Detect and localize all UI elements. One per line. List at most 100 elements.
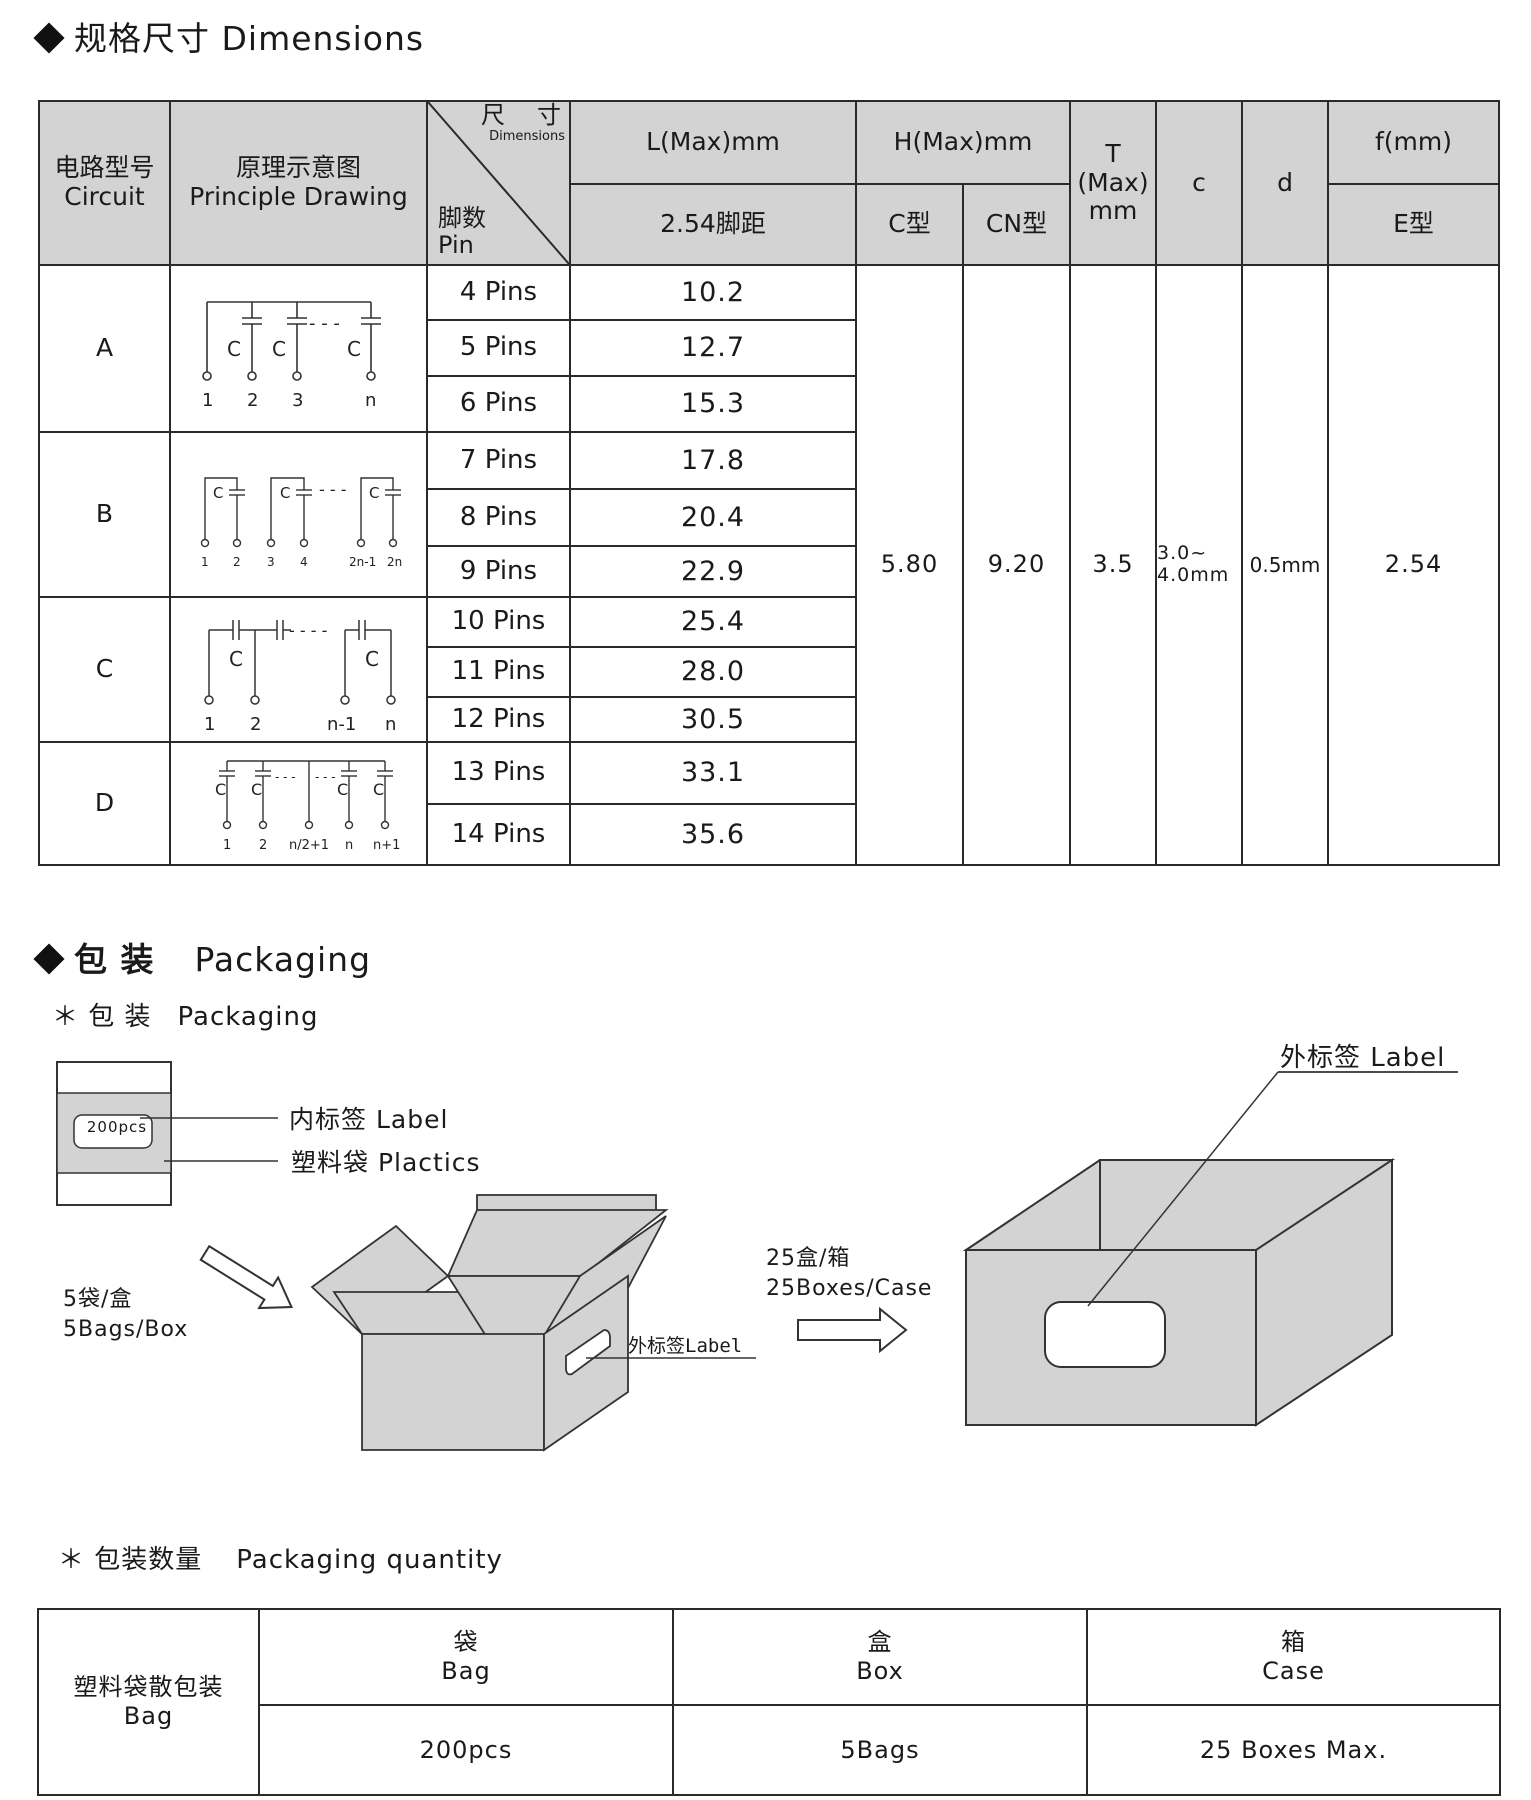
pin-num: n/2+1 <box>289 838 329 853</box>
circuit-b-schematic: C C C - - - 1 2 3 4 2n-1 2n <box>200 476 402 569</box>
pin-num: n <box>385 714 396 735</box>
drawing-b: C C C - - - 1 2 3 4 2n-1 2n <box>169 431 428 598</box>
arrow-right-icon <box>797 1306 908 1354</box>
pins-cell: 9 Pins <box>426 545 571 598</box>
bag-count-label: 200pcs <box>86 1118 148 1136</box>
pin-num: 3 <box>267 555 275 569</box>
length-cell: 20.4 <box>569 488 857 547</box>
dash-label: - - - <box>309 313 340 334</box>
length-cell: 22.9 <box>569 545 857 598</box>
header-h-max: H(Max)mm <box>854 100 1072 185</box>
t-value: 3.5 <box>1069 264 1158 866</box>
cap-label: C <box>227 337 241 361</box>
circuit-a-schematic: C C C - - - 1 2 3 n <box>202 300 381 411</box>
header-t-max: T(Max)mm <box>1069 100 1158 266</box>
size-label-cn: 尺 寸 <box>481 101 565 129</box>
circuit-a: A <box>38 264 171 433</box>
length-cell: 35.6 <box>569 803 857 866</box>
length-cell: 12.7 <box>569 319 857 377</box>
header-f: f(mm) <box>1327 100 1501 185</box>
pins-cell: 12 Pins <box>426 696 571 743</box>
h-c-value: 5.80 <box>855 264 964 866</box>
pins-cell: 7 Pins <box>426 431 571 490</box>
cap-label: C <box>373 780 384 799</box>
plastic-bag-text: 塑料袋 Plactics <box>291 1148 481 1177</box>
diagonal-divider <box>428 102 569 264</box>
drawing-c: C C - - - - 1 2 n-1 n <box>169 596 428 743</box>
pins-cell: 11 Pins <box>426 646 571 698</box>
f-value: 2.54 <box>1327 264 1501 866</box>
cap-label: C <box>272 337 286 361</box>
pin-num: 2 <box>250 714 261 735</box>
pin-num: 2 <box>247 390 258 411</box>
quantity-value-case: 25 Boxes Max. <box>1086 1704 1501 1796</box>
c-value: 3.0~4.0mm <box>1155 264 1244 866</box>
circuit-c: C <box>38 596 171 743</box>
length-cell: 33.1 <box>569 741 857 805</box>
header-pitch: 2.54脚距 <box>569 183 857 266</box>
quantity-value-bag: 200pcs <box>258 1704 674 1796</box>
dash-label: - - - <box>315 770 336 784</box>
arrow-right-icon <box>199 1244 294 1310</box>
pin-num: 4 <box>300 555 308 569</box>
pin-num: 1 <box>223 838 231 853</box>
h-cn-value: 9.20 <box>961 264 1072 866</box>
open-box-icon <box>310 1194 669 1452</box>
size-label-en: Dimensions <box>489 128 565 144</box>
pin-num: 1 <box>201 555 209 569</box>
cap-label: C <box>337 780 348 799</box>
inner-label-text: 内标签 Label <box>289 1105 449 1134</box>
pin-num: 1 <box>204 714 215 735</box>
header-e-type: E型 <box>1327 183 1501 266</box>
length-cell: 30.5 <box>569 696 857 743</box>
header-c: c <box>1155 100 1244 266</box>
quantity-value-box: 5Bags <box>672 1704 1088 1796</box>
cap-label: C <box>369 484 379 502</box>
pins-cell: 4 Pins <box>426 264 571 321</box>
cap-label: C <box>251 780 262 799</box>
circuit-c-schematic: C C - - - - 1 2 n-1 n <box>204 619 396 735</box>
dash-label: - - - - <box>289 621 327 640</box>
header-diagonal-pin: 尺 寸 Dimensions 脚数 Pin <box>426 100 571 266</box>
bags-per-box-text: 5袋/盒 5Bags/Box <box>63 1287 189 1342</box>
shipping-case-icon <box>962 1158 1396 1427</box>
circuit-d: D <box>38 741 171 866</box>
pins-cell: 6 Pins <box>426 375 571 433</box>
length-cell: 28.0 <box>569 646 857 698</box>
length-cell: 10.2 <box>569 264 857 321</box>
pin-label-en: Pin <box>438 231 474 260</box>
cap-label: C <box>215 780 226 799</box>
cap-label: C <box>213 484 223 502</box>
pin-num: n <box>365 390 376 411</box>
circuit-b: B <box>38 431 171 598</box>
pins-cell: 10 Pins <box>426 596 571 648</box>
cap-label: C <box>280 484 290 502</box>
circuit-d-schematic: C C C C - - - - - - 1 2 n/2+1 n n+1 <box>215 759 400 853</box>
d-value: 0.5mm <box>1241 264 1330 866</box>
pin-num: 3 <box>292 390 303 411</box>
length-cell: 17.8 <box>569 431 857 490</box>
dash-label: - - - <box>275 770 296 784</box>
dimensions-heading: 规格尺寸 Dimensions <box>30 12 424 60</box>
drawing-d: C C C C - - - - - - 1 2 n/2+1 n n+1 <box>169 741 428 866</box>
pin-num: 2 <box>233 555 241 569</box>
header-cn-type: CN型 <box>961 183 1072 266</box>
pin-num: n <box>345 838 353 853</box>
length-cell: 25.4 <box>569 596 857 648</box>
pins-cell: 14 Pins <box>426 803 571 866</box>
pin-num: n-1 <box>327 714 356 735</box>
cap-label: C <box>229 647 243 671</box>
pin-num: 2n-1 <box>349 555 376 569</box>
length-cell: 15.3 <box>569 375 857 433</box>
